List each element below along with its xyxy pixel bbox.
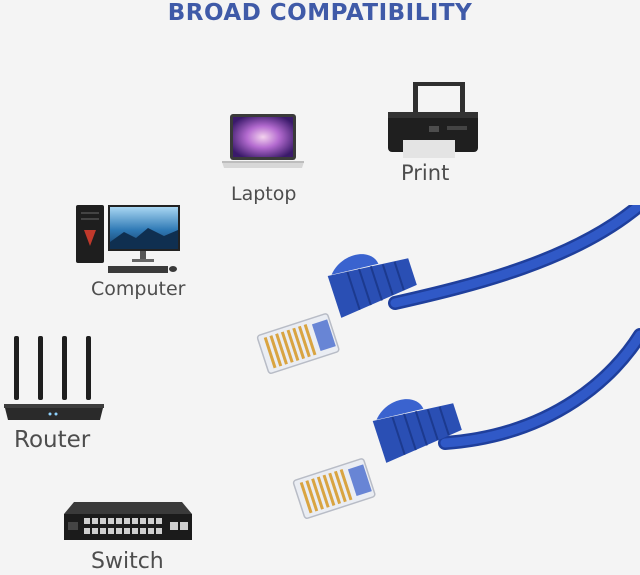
- laptop-icon: [220, 112, 306, 178]
- router-icon: [2, 334, 106, 428]
- router-label: Router: [14, 427, 91, 453]
- network-switch-icon: [60, 500, 194, 544]
- page-title: BROAD COMPATIBILITY: [167, 0, 473, 26]
- switch-label: Switch: [91, 549, 164, 574]
- ethernet-cable-icon: [255, 205, 640, 535]
- laptop-label: Laptop: [231, 183, 297, 205]
- print-label: Print: [401, 161, 450, 185]
- printer-icon: [385, 80, 480, 160]
- desktop-computer-icon: [74, 202, 184, 276]
- computer-label: Computer: [91, 278, 186, 300]
